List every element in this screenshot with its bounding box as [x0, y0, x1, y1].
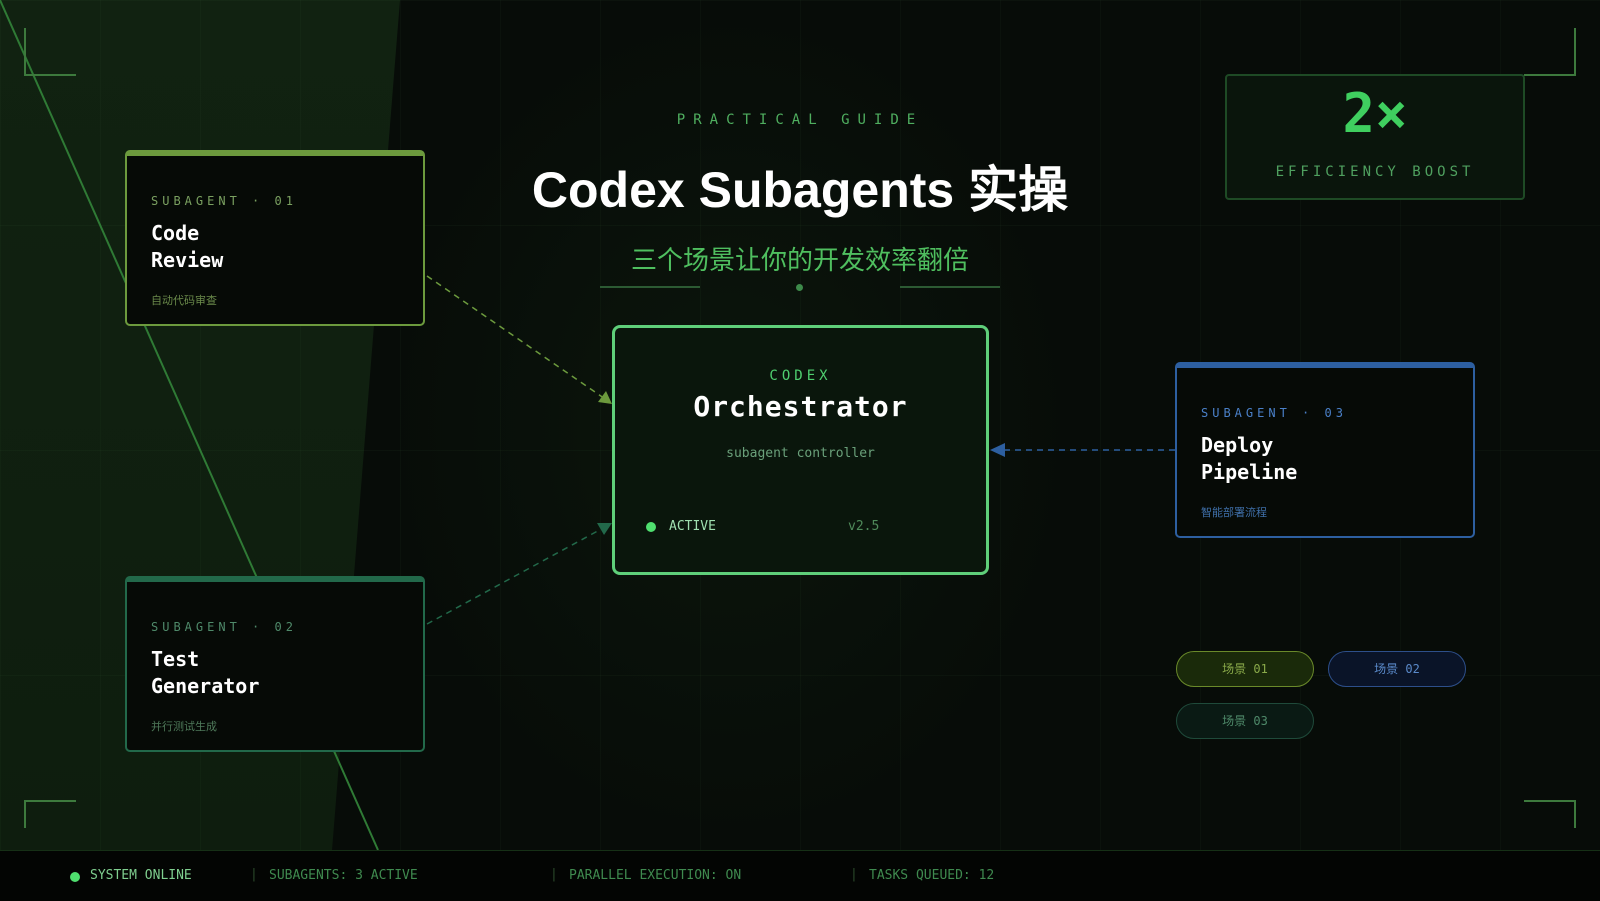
corner-bracket-top-right	[1524, 28, 1576, 76]
subagent-label: SUBAGENT · 02	[151, 620, 297, 634]
status-system: SYSTEM ONLINE	[90, 868, 192, 883]
subagent-name: Code Review	[151, 221, 224, 272]
status-subagents: SUBAGENTS: 3 ACTIVE	[269, 868, 418, 883]
scenario-pill-02[interactable]: 场景 02	[1328, 651, 1466, 687]
connector-test-generator	[426, 526, 606, 625]
scenario-pill-01[interactable]: 场景 01	[1176, 651, 1314, 687]
status-separator: |	[550, 867, 558, 882]
orchestrator-subtitle: subagent controller	[726, 446, 875, 461]
orchestrator-name: Orchestrator	[693, 390, 908, 423]
subtitle-dot	[796, 284, 803, 291]
subagent-name: Test Generator	[151, 647, 260, 698]
connector-code-review	[426, 275, 609, 402]
subagent-desc: 并行测试生成	[151, 720, 217, 733]
online-dot-icon	[70, 872, 80, 882]
orchestrator-label: CODEX	[769, 368, 832, 384]
status-bar: SYSTEM ONLINE | SUBAGENTS: 3 ACTIVE | PA…	[0, 850, 1600, 901]
subtitle-rule-right	[900, 286, 1000, 288]
arrow-head-deploy-pipeline	[990, 443, 1005, 457]
corner-bracket-bottom-left	[24, 800, 76, 828]
status-tasks: TASKS QUEUED: 12	[869, 868, 995, 883]
status-separator: |	[850, 867, 858, 882]
efficiency-boost-panel: 2× EFFICIENCY BOOST	[1225, 74, 1525, 200]
corner-bracket-top-left	[24, 28, 76, 76]
subagent-desc: 自动代码审查	[151, 294, 217, 307]
boost-value: 2×	[1342, 82, 1408, 145]
arrow-head-test-generator	[597, 523, 612, 535]
status-separator: |	[250, 867, 258, 882]
subtitle-rule-left	[600, 286, 700, 288]
page-title: Codex Subagents 实操	[531, 162, 1069, 218]
corner-bracket-bottom-right	[1524, 800, 1576, 828]
status-parallel: PARALLEL EXECUTION: ON	[569, 868, 742, 883]
orchestrator-version: v2.5	[848, 519, 880, 534]
status-dot-icon	[646, 522, 656, 532]
scenario-pill-03[interactable]: 场景 03	[1176, 703, 1314, 739]
subagent-name: Deploy Pipeline	[1201, 433, 1298, 484]
subagent-card-deploy-pipeline[interactable]: SUBAGENT · 03 Deploy Pipeline 智能部署流程	[1175, 362, 1475, 538]
boost-label: EFFICIENCY BOOST	[1275, 164, 1475, 180]
subagent-label: SUBAGENT · 01	[151, 194, 297, 208]
subagent-card-code-review[interactable]: SUBAGENT · 01 Code Review 自动代码审查	[125, 150, 425, 326]
arrow-head-code-review	[598, 391, 612, 404]
page-subtitle: 三个场景让你的开发效率翻倍	[630, 246, 969, 276]
subagent-card-test-generator[interactable]: SUBAGENT · 02 Test Generator 并行测试生成	[125, 576, 425, 752]
eyebrow-label: PRACTICAL GUIDE	[676, 112, 924, 128]
orchestrator-card[interactable]: CODEX Orchestrator subagent controller A…	[612, 325, 989, 575]
orchestrator-status: ACTIVE	[669, 519, 716, 534]
subagent-label: SUBAGENT · 03	[1201, 406, 1347, 420]
subagent-desc: 智能部署流程	[1201, 506, 1267, 519]
